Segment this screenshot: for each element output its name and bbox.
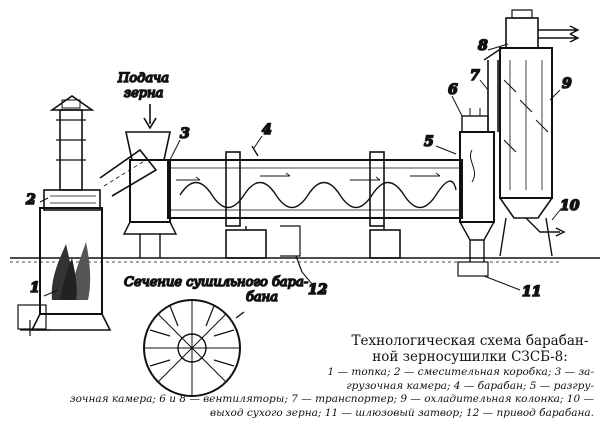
label-12: 12 bbox=[308, 282, 328, 298]
fan-8 bbox=[505, 9, 580, 49]
legend-line-2: грузочная камера; 4 — барабан; 5 — разгр… bbox=[346, 379, 594, 392]
label-9: 9 bbox=[562, 76, 572, 92]
drum bbox=[167, 145, 463, 227]
section-label-2: бана bbox=[246, 290, 278, 305]
caption-title-line-2: ной зерносушилки СЗСБ-8: bbox=[372, 349, 568, 365]
cooling-column bbox=[499, 47, 553, 257]
feed-hopper bbox=[125, 104, 171, 161]
dry-grain-output bbox=[525, 217, 566, 237]
label-3: 3 bbox=[180, 126, 190, 142]
label-4: 4 bbox=[262, 122, 272, 138]
drum-supports bbox=[139, 225, 401, 273]
caption-title-line-1: Технологическая схема барабан- bbox=[351, 333, 589, 349]
feed-label: Подача bbox=[117, 71, 169, 86]
caption-legend: 1 — топка; 2 — смесительная коробка; 3 —… bbox=[6, 366, 594, 420]
unloading-chamber bbox=[457, 131, 495, 277]
loading-chamber bbox=[122, 159, 178, 235]
feed-label-2: зерна bbox=[124, 86, 163, 101]
caption-title: Технологическая схема барабан- ной зерно… bbox=[350, 333, 590, 365]
label-10: 10 bbox=[560, 198, 580, 214]
label-7: 7 bbox=[470, 68, 480, 84]
legend-line-3: зочная камера; 6 и 8 — вентиляторы; 7 — … bbox=[69, 393, 594, 405]
label-2: 2 bbox=[25, 192, 36, 208]
label-1: 1 bbox=[30, 280, 40, 296]
label-5: 5 bbox=[424, 134, 434, 150]
furnace bbox=[17, 207, 112, 336]
label-6: 6 bbox=[448, 82, 458, 98]
leader-lines bbox=[39, 43, 561, 297]
fan-6 bbox=[461, 108, 489, 133]
label-8: 8 bbox=[478, 38, 488, 54]
legend-line-4: выход сухого зерна; 11 — шлюзовый затвор… bbox=[209, 406, 594, 419]
drum-cross-section bbox=[143, 299, 245, 397]
chimney bbox=[49, 95, 95, 191]
label-11: 11 bbox=[522, 284, 541, 300]
hot-air-duct bbox=[99, 148, 158, 197]
ground bbox=[10, 257, 600, 263]
legend-line-1: 1 — топка; 2 — смесительная коробка; 3 —… bbox=[327, 366, 594, 378]
section-label: Сечение сушильного бара- bbox=[124, 275, 308, 290]
